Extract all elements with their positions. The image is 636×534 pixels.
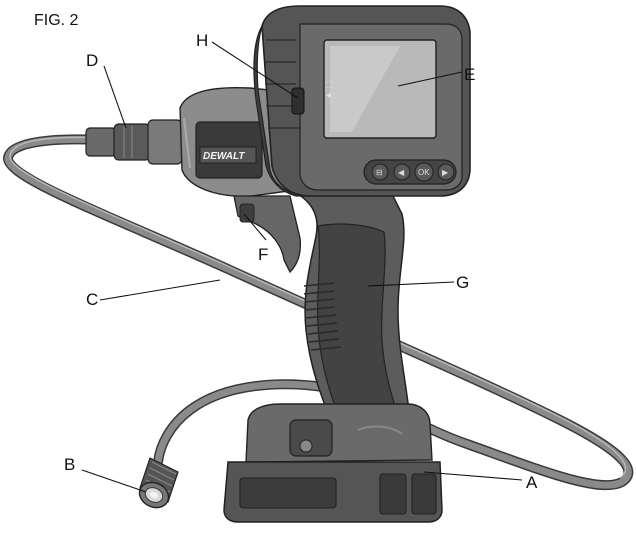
leader-E [397, 71, 463, 87]
cable-connector [85, 119, 183, 165]
leader-B [81, 469, 147, 493]
leader-lines [81, 41, 523, 493]
label-C: C [86, 290, 98, 309]
orientation-icon: ▲ ⬚ [323, 80, 333, 100]
screen-glare [330, 46, 400, 132]
label-D: D [86, 51, 98, 70]
svg-text:⊟: ⊟ [376, 168, 383, 177]
label-G: G [456, 273, 469, 292]
right-button[interactable]: ▶ [437, 163, 455, 181]
trigger-area [233, 195, 302, 274]
nose-housing: DEWALT [179, 86, 297, 197]
label-B: B [64, 455, 75, 474]
handle-grip [289, 185, 411, 421]
leader-D [103, 65, 127, 129]
figure-title: FIG. 2 [34, 12, 79, 29]
left-button[interactable]: ◀ [393, 163, 411, 181]
leader-C [99, 279, 221, 301]
svg-text:OK: OK [418, 168, 430, 177]
svg-text:▶: ▶ [442, 168, 449, 177]
ok-button[interactable]: OK [414, 162, 434, 182]
camera-head [138, 457, 179, 509]
control-panel: ⊟ ◀ OK ▶ [363, 159, 457, 185]
brand-logo: DEWALT [203, 151, 245, 162]
leader-A [423, 471, 523, 481]
cable [3, 134, 634, 491]
battery-pack [223, 403, 443, 523]
leader-G [367, 281, 455, 287]
leader-F [243, 213, 267, 241]
side-button [291, 87, 305, 115]
label-H: H [196, 31, 208, 50]
svg-text:◀: ◀ [398, 168, 405, 177]
menu-button[interactable]: ⊟ [371, 163, 389, 181]
label-F: F [258, 245, 268, 264]
leader-H [211, 41, 299, 99]
label-E: E [464, 65, 475, 84]
label-A: A [526, 473, 538, 492]
